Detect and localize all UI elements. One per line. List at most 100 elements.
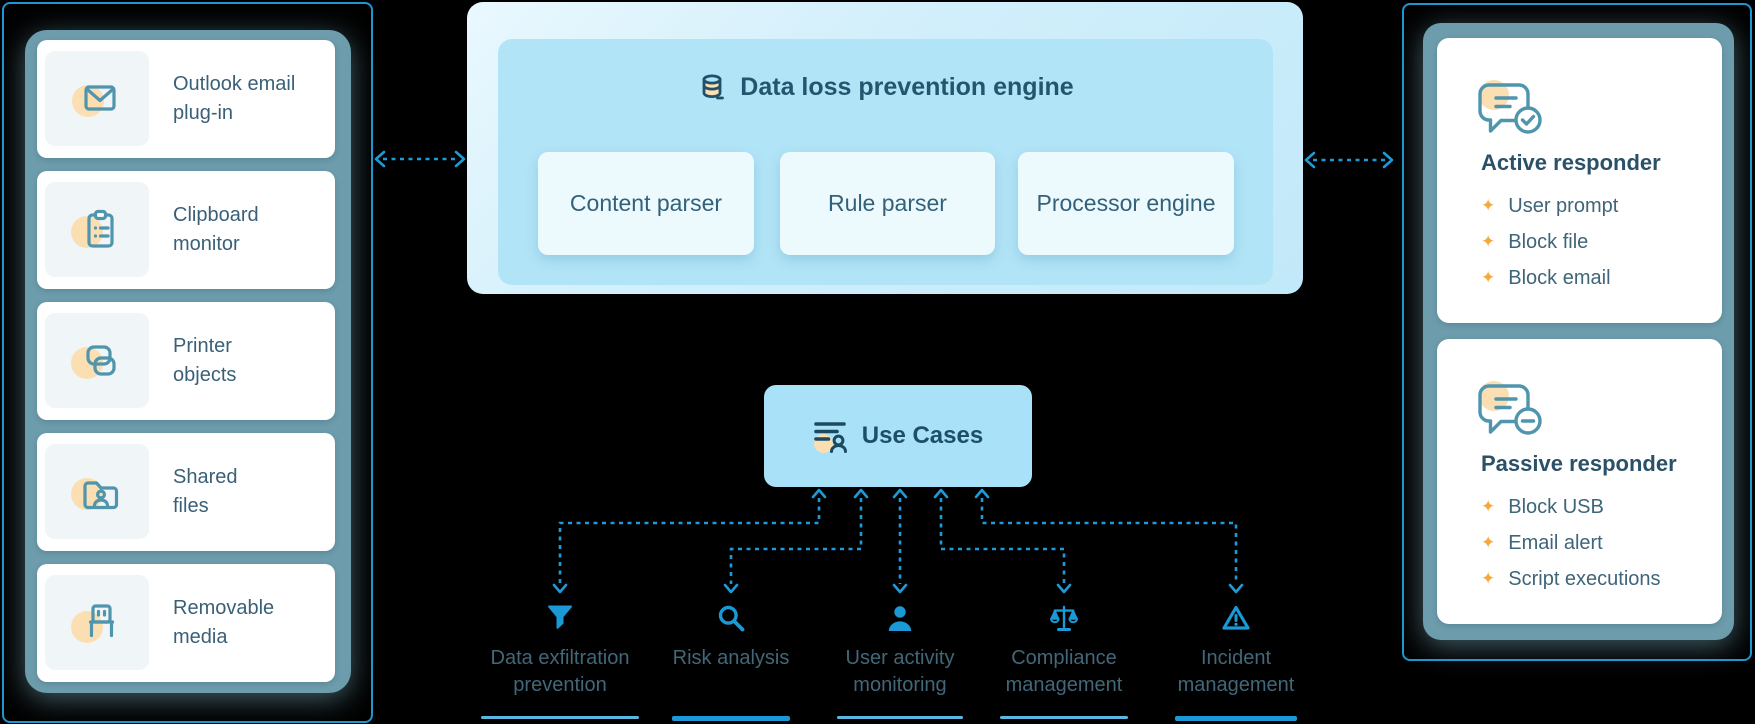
module-rule-parser: Rule parser [780,152,995,255]
bottom-bar-3 [837,716,963,719]
responder-item: ✦ Email alert [1481,525,1661,561]
use-case-compliance: Compliance management [974,603,1154,699]
use-case-label: Incident management [1178,645,1295,699]
person-icon [888,606,912,631]
printer-icon [71,344,116,379]
bottom-bar-2 [672,716,790,721]
sparkle-bullet-icon: ✦ [1481,232,1496,251]
sparkle-bullet-icon: ✦ [1481,533,1496,552]
funnel-icon [548,605,572,629]
source-label: Shared files [173,433,238,551]
source-label-line: Removable [173,597,275,619]
responder-item: ✦ User prompt [1481,188,1618,224]
source-card-shared-files: Shared files [37,433,335,551]
sparkle-bullet-icon: ✦ [1481,268,1496,287]
right-flow-arrow [1304,151,1394,169]
use-case-risk-analysis: Risk analysis [641,603,821,672]
warning-triangle-icon [1222,605,1250,630]
use-case-label-line: User activity [845,647,955,669]
use-case-connector-5 [974,488,1244,594]
use-case-label: Compliance management [1006,645,1123,699]
responder-item-label: Script executions [1508,567,1661,590]
use-case-connector-4 [933,488,1072,594]
chat-minus-icon [1478,381,1542,435]
list-user-icon [813,422,847,453]
responder-item-label: User prompt [1508,194,1619,217]
use-case-connector-2 [723,488,869,594]
responder-title: Passive responder [1481,451,1677,476]
use-case-label: User activity monitoring [846,645,955,699]
bottom-bar-1 [481,716,639,719]
responder-title: Active responder [1481,150,1661,175]
use-case-label-line: management [1005,674,1123,696]
responder-list: ✦ User prompt ✦ Block file ✦ Block email [1481,188,1618,296]
source-label: Removable media [173,564,274,682]
source-card-clipboard: Clipboard monitor [37,171,335,289]
source-label-line: monitor [173,233,240,255]
sparkle-bullet-icon: ✦ [1481,569,1496,588]
responder-list: ✦ Block USB ✦ Email alert ✦ Script execu… [1481,489,1661,597]
module-processor-engine: Processor engine [1018,152,1234,255]
use-case-label: Risk analysis [673,645,790,672]
source-label-line: Printer [173,335,232,357]
module-label: Processor engine [1036,190,1216,216]
responder-item: ✦ Block email [1481,260,1618,296]
responder-item: ✦ Block file [1481,224,1618,260]
source-label-line: Shared [173,466,238,488]
source-card-outlook: Outlook email plug-in [37,40,335,158]
use-case-connector-1 [552,488,827,594]
use-case-label-line: management [1177,674,1295,696]
source-label-line: Clipboard [173,204,259,226]
use-case-label-line: Data exfiltration [490,647,630,669]
source-label: Printer objects [173,302,236,420]
clipboard-icon [71,209,114,248]
responder-item-label: Block file [1508,230,1589,253]
use-cases-title: Use Cases [861,422,984,449]
database-icon [702,74,725,100]
source-label-line: media [173,626,228,648]
source-icon-tile [45,182,149,277]
use-case-label-line: prevention [513,674,607,696]
responder-item-label: Email alert [1508,531,1603,554]
module-label: Content parser [569,190,723,216]
bottom-bar-5 [1175,716,1297,721]
active-responder-card: Active responder ✦ User prompt ✦ Block f… [1437,38,1722,323]
source-label: Outlook email plug-in [173,40,295,158]
source-card-removable-media: Removable media [37,564,335,682]
use-case-label: Data exfiltration prevention [491,645,630,699]
dlp-engine-title: Data loss prevention engine [740,72,1074,101]
magnifier-icon [718,605,745,632]
passive-responder-card: Passive responder ✦ Block USB ✦ Email al… [1437,339,1722,624]
source-icon-tile [45,313,149,408]
source-label-line: Outlook email [173,73,296,95]
folder-user-icon [71,477,119,510]
envelope-icon [72,84,116,117]
use-case-label-line: Risk analysis [672,647,790,669]
source-icon-tile [45,575,149,670]
sparkle-bullet-icon: ✦ [1481,196,1496,215]
usb-drive-icon [71,603,115,643]
chat-check-icon [1478,80,1542,134]
responder-item: ✦ Script executions [1481,561,1661,597]
responder-icon-wrap [1477,381,1543,437]
responder-item: ✦ Block USB [1481,489,1661,525]
source-icon-tile [45,444,149,539]
right-responders-border-box [1402,3,1752,661]
use-cases-box: Use Cases [764,385,1032,487]
responder-icon-wrap [1477,80,1543,136]
dlp-engine-header: Data loss prevention engine [498,72,1273,102]
source-label: Clipboard monitor [173,171,259,289]
sparkle-bullet-icon: ✦ [1481,497,1496,516]
use-case-data-exfiltration: Data exfiltration prevention [470,603,650,699]
use-case-label-line: monitoring [853,674,947,696]
source-label-line: objects [173,364,237,386]
source-card-printer: Printer objects [37,302,335,420]
use-case-incident: Incident management [1146,603,1326,699]
responder-item-label: Block email [1508,266,1611,289]
use-case-user-activity: User activity monitoring [810,603,990,699]
scales-icon [1050,605,1078,631]
source-label-line: plug-in [173,102,234,124]
use-case-label-line: Compliance [1011,647,1117,669]
